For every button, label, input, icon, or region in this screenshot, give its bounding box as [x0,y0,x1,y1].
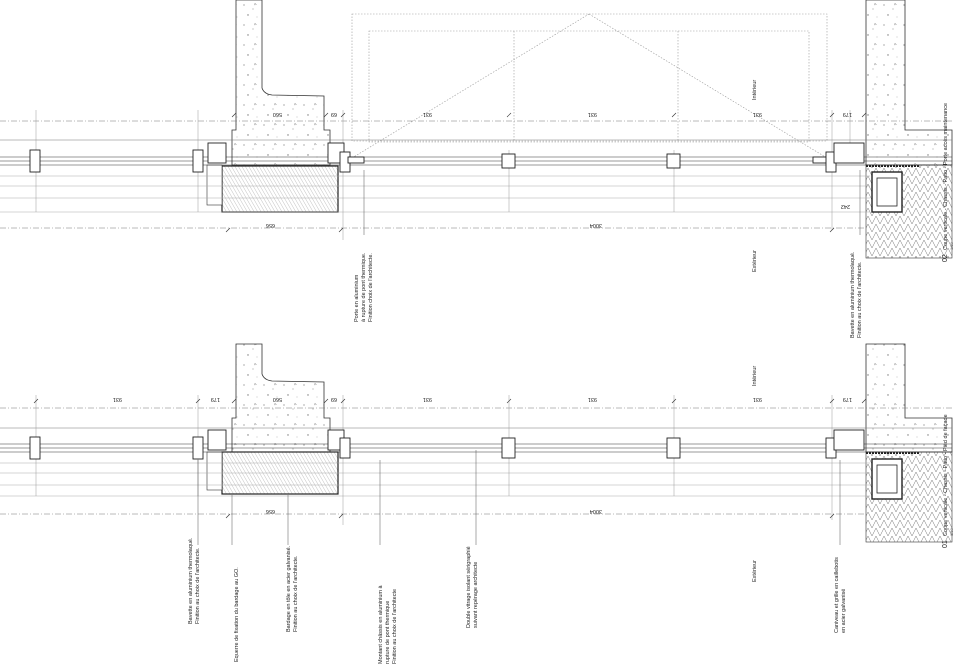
note-bavette-02: Bavette en aluminium thermolaqué. Finiti… [850,251,863,338]
dim-3004: 3004 [590,222,602,228]
svg-text:Bavette en aluminium thermolaq: Bavette en aluminium thermolaqué. [850,251,856,338]
svg-text:Coupe verticale - Chassis - Pa: Coupe verticale - Chassis - Patio - Pied… [943,414,949,536]
note-bardage: Bardage en tôle en acier galvanisé. Fini… [286,545,299,632]
note-equerre: Equerre de fixation du bardage au GO. [234,567,240,662]
svg-text:suivant repérage architecte: suivant repérage architecte [473,562,479,628]
dim-931-a: 931 [423,111,432,117]
dim-242: 242 [841,203,850,209]
svg-text:Coupe verticale - Chassis - Pa: Coupe verticale - Chassis - Patio - Port… [943,103,949,250]
dim-560: 560 [273,396,282,402]
zone-interior: Intérieur [752,80,758,100]
mullions [29,429,865,460]
dim-69: 69 [331,396,337,402]
axis-lines [0,120,952,229]
note-porte: Porte en aluminium à rupture de pont the… [354,252,374,322]
zone-exterior: Extérieur [752,560,758,582]
note-montant: Montant châssis en aluminium à rupture d… [378,584,398,664]
svg-text:Double vitrage isolant sérigra: Double vitrage isolant sérigraphié [466,546,472,628]
svg-text:à rupture de pont thermique.: à rupture de pont thermique. [361,252,367,322]
mullions [29,142,865,173]
svg-text:Finition au choix de l'archite: Finition au choix de l'architecte. [195,547,201,624]
concrete-wall-right [865,343,953,453]
svg-text:Porte en aluminium: Porte en aluminium [354,274,360,322]
svg-text:Finition au choix de l'archite: Finition au choix de l'architecte [392,589,398,664]
note-bavette-01: Bavette en aluminium thermolaqué. Finiti… [188,537,201,624]
svg-text:1/10: 1/10 [949,527,954,536]
zone-exterior: Extérieur [752,250,758,272]
dim-931-left: 931 [113,396,122,402]
note-caniveau: Caniveau et grille en caillebotis en aci… [834,557,847,633]
zone-interior: Intérieur [752,366,758,386]
svg-text:Caniveau et grille en caillebo: Caniveau et grille en caillebotis [834,557,840,633]
dim-69: 69 [331,111,337,117]
svg-text:Bavette en aluminium thermolaq: Bavette en aluminium thermolaqué. [188,537,194,624]
door-leaf-outline [351,13,828,159]
section-title-01: 01 Coupe verticale - Chassis - Patio - P… [942,414,954,548]
svg-text:Finition au choix de l'archite: Finition au choix de l'architecte. [857,261,863,338]
dim-179: 179 [843,396,852,402]
note-vitrage: Double vitrage isolant sérigraphié suiva… [466,546,479,628]
svg-text:rupture de pont thermique: rupture de pont thermique [385,601,391,664]
section-title-02: 02 Coupe verticale - Chassis - Patio - P… [942,103,954,262]
dim-931-a: 931 [423,396,432,402]
svg-text:Finition au choix de l'archite: Finition au choix de l'architecte. [293,555,299,632]
dim-656: 656 [266,508,275,514]
dim-3004: 3004 [590,508,602,514]
svg-text:01: 01 [942,540,949,548]
dim-931-b: 931 [588,396,597,402]
cladding-block [221,165,339,213]
svg-text:Bardage en tôle en acier galva: Bardage en tôle en acier galvanisé. [286,545,292,632]
dim-931-c: 931 [753,396,762,402]
dim-179: 179 [843,111,852,117]
dim-931-c: 931 [753,111,762,117]
svg-text:Finition choix de l'architecte: Finition choix de l'architecte. [368,253,374,322]
svg-text:Montant châssis en aluminium à: Montant châssis en aluminium à [378,584,384,664]
svg-text:02: 02 [942,254,949,262]
svg-text:en acier galvanisé: en acier galvanisé [841,589,847,633]
section-01: 931 179 560 69 931 931 931 179 656 3004 … [0,343,954,664]
dim-931-b: 931 [588,111,597,117]
dim-656: 656 [266,222,275,228]
svg-text:Equerre de fixation du bardage: Equerre de fixation du bardage au GO. [234,567,240,662]
section-02: 560 69 931 931 931 179 656 3004 242 Inté… [0,0,954,338]
svg-text:1/10: 1/10 [949,241,954,250]
dim-179-left: 179 [211,396,220,402]
dim-560: 560 [273,111,282,117]
